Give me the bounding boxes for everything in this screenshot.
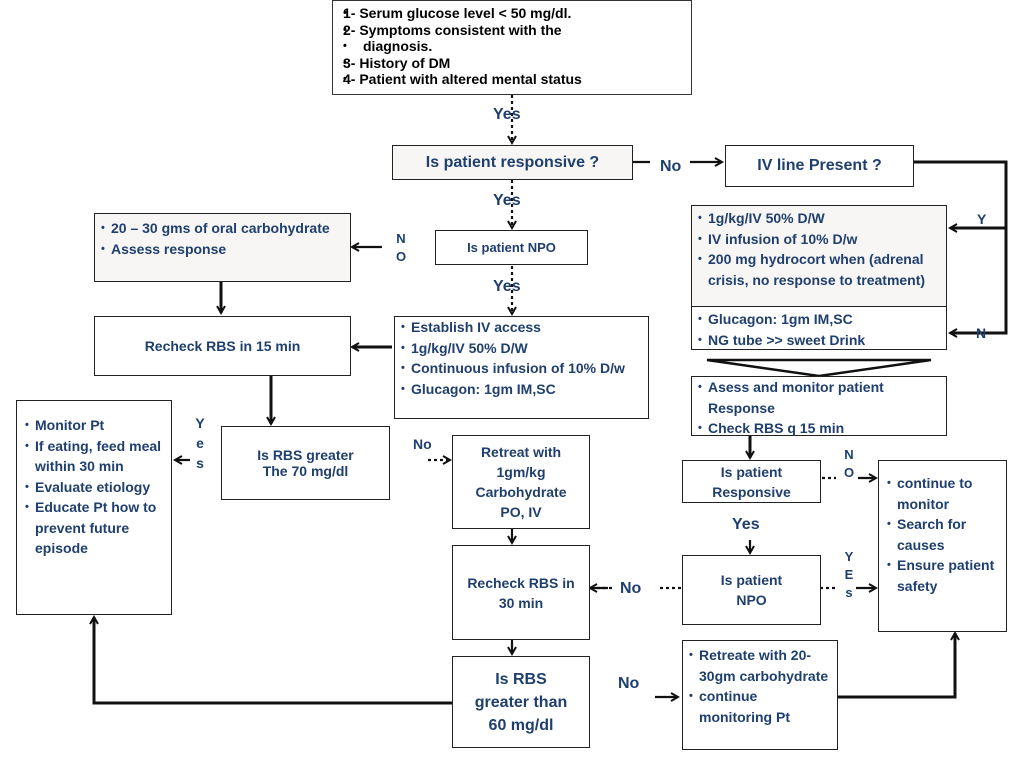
node-is-patient-responsive: Is patient responsive ? <box>392 145 633 180</box>
label-n-right: N <box>976 325 987 341</box>
retreate-item-1: Retreate with 20-30gm carbohydrate <box>689 645 831 686</box>
node-iv-line-present: IV line Present ? <box>725 145 914 187</box>
monitor-item-3: Evaluate etiology <box>25 477 163 498</box>
criteria-item-3: 3- History of DM <box>343 55 681 72</box>
connector-rbs60-monitor <box>94 617 452 705</box>
node-assess-monitor: Asess and monitor patient Response Check… <box>691 376 947 439</box>
node-retreat-carbohydrate: Retreat with 1gm/kg Carbohydrate PO, IV <box>452 435 590 529</box>
label-yes-4: Yes <box>732 516 760 533</box>
node-oral-carbohydrate: 20 – 30 gms of oral carbohydrate Assess … <box>94 213 351 282</box>
node-is-patient-npo: Is patient NPO <box>435 230 588 265</box>
label-no-rbs70 <box>410 437 426 457</box>
continue-item-1: continue to monitor <box>887 473 1000 514</box>
label-no-responsive: No <box>660 158 682 175</box>
continue-item-2: Search for causes <box>887 514 1000 555</box>
establish-iv-item-1: Establish IV access <box>401 317 642 338</box>
criteria-item-4: 4- Patient with altered mental status <box>343 71 681 88</box>
node-iv-treatment: 1g/kg/IV 50% D/W IV infusion of 10% D/w … <box>691 205 947 307</box>
establish-iv-item-4: Glucagon: 1gm IM,SC <box>401 379 642 400</box>
monitor-item-4: Educate Pt how to prevent future episode <box>25 497 163 559</box>
node-rbs-greater-60: Is RBS greater than 60 mg/dl <box>452 656 590 748</box>
label-y-right: Y <box>977 211 987 227</box>
label-yes-3: Yes <box>493 278 521 295</box>
merge-arrow <box>706 358 932 378</box>
criteria-item-2-cont: diagnosis. <box>343 38 681 55</box>
iv-treat-item-3: 200 mg hydrocort when (adrenal crisis, n… <box>698 249 940 290</box>
no-iv-item-2: NG tube >> sweet Drink <box>698 330 940 351</box>
continue-item-3: Ensure patient safety <box>887 555 1000 596</box>
label-no-retreat: No <box>413 436 432 452</box>
criteria-item-1: 1- Serum glucose level < 50 mg/dl. <box>343 5 681 22</box>
node-continue-monitor: continue to monitor Search for causes En… <box>878 460 1007 632</box>
node-recheck-rbs-30: Recheck RBS in 30 min <box>452 545 590 640</box>
label-no-recheck30: No <box>620 580 642 597</box>
oral-carb-item-1: 20 – 30 gms of oral carbohydrate <box>101 218 344 239</box>
node-recheck-rbs-15: Recheck RBS in 15 min <box>94 316 351 376</box>
label-yes-2: Yes <box>493 192 521 209</box>
criteria-box: 1- Serum glucose level < 50 mg/dl. 2- Sy… <box>332 0 692 95</box>
establish-iv-item-3: Continuous infusion of 10% D/w <box>401 358 642 379</box>
establish-iv-item-2: 1g/kg/IV 50% D/W <box>401 338 642 359</box>
node-no-iv-treatment: Glucagon: 1gm IM,SC NG tube >> sweet Dri… <box>691 306 947 350</box>
connector-iv-branch <box>914 160 1008 333</box>
label-yes-1: Yes <box>493 106 521 123</box>
assess-item-1: Asess and monitor patient Response <box>698 377 940 418</box>
retreate-item-2: continue monitoring Pt <box>689 686 831 727</box>
node-monitor-pt: Monitor Pt If eating, feed meal within 3… <box>16 400 172 615</box>
no-iv-item-1: Glucagon: 1gm IM,SC <box>698 309 940 330</box>
node-rbs-greater-70: Is RBS greater The 70 mg/dl <box>221 426 390 500</box>
oral-carb-item-2: Assess response <box>101 239 344 260</box>
iv-treat-item-2: IV infusion of 10% D/w <box>698 229 940 250</box>
criteria-item-2: 2- Symptoms consistent with the <box>343 22 681 39</box>
assess-item-2: Check RBS q 15 min <box>698 418 940 439</box>
node-establish-iv: Establish IV access 1g/kg/IV 50% D/W Con… <box>394 316 649 419</box>
node-retreate-carbohydrate: Retreate with 20-30gm carbohydrate conti… <box>682 640 838 750</box>
node-patient-responsive-2: Is patient Responsive <box>682 460 821 503</box>
label-no-final: No <box>618 675 640 692</box>
iv-treat-item-1: 1g/kg/IV 50% D/W <box>698 208 940 229</box>
connector-retreate2-continue <box>838 633 955 699</box>
node-patient-npo-2: Is patient NPO <box>682 555 821 625</box>
monitor-item-2: If eating, feed meal within 30 min <box>25 436 163 477</box>
monitor-item-1: Monitor Pt <box>25 415 163 436</box>
